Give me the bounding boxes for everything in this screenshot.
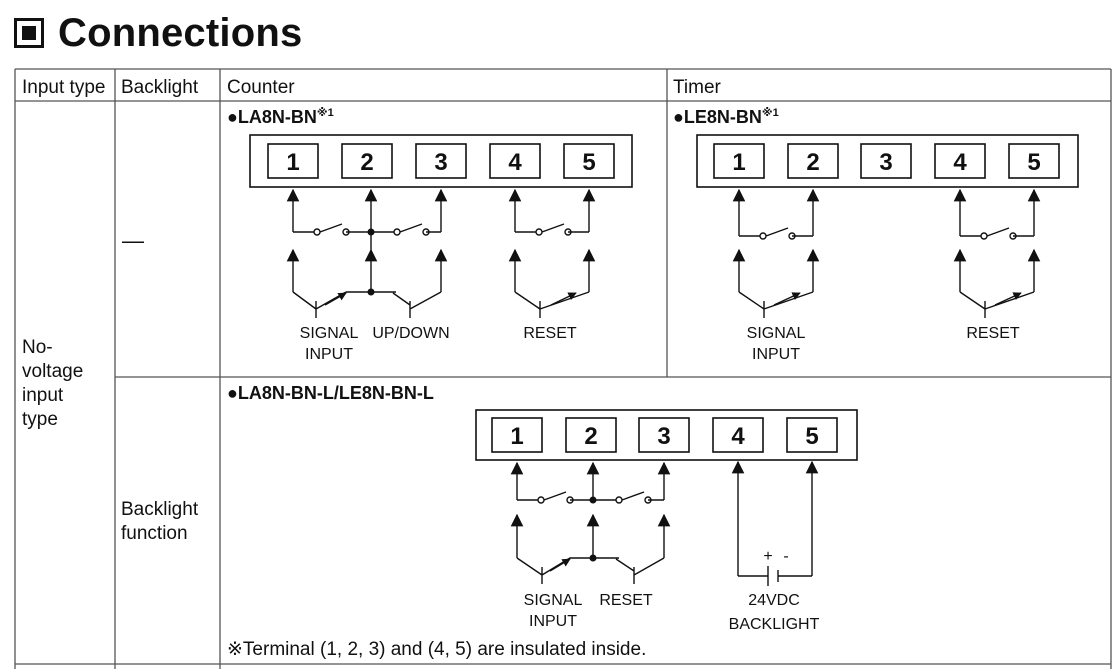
backlight-terminal-5: 5 — [805, 423, 818, 450]
backlight-terminal-4: 4 — [731, 423, 745, 450]
backlight-plus-label: + — [763, 548, 772, 565]
backlight-minus-label: - — [783, 548, 788, 565]
input-type-line: input — [22, 385, 64, 406]
timer-terminal-block — [696, 134, 1079, 188]
timer-terminal-4: 4 — [953, 149, 967, 176]
section-title: Connections — [14, 6, 302, 60]
input-type-line: voltage — [22, 361, 84, 382]
timer-model: LE8N-BN — [683, 107, 762, 127]
backlight-reset-label: RESET — [599, 592, 653, 609]
counter-terminal-block — [249, 134, 633, 188]
header-counter: Counter — [227, 77, 295, 98]
backlight-function-line: function — [121, 523, 188, 544]
footnote-mark: ※1 — [316, 107, 334, 119]
timer-terminal-2: 2 — [806, 149, 819, 176]
backlight-vdc-label: 24VDC — [748, 592, 800, 609]
backlight-terminal-2: 2 — [584, 423, 597, 450]
input-type-line: No- — [22, 337, 53, 358]
counter-updown-label: UP/DOWN — [372, 325, 449, 342]
counter-terminal-1: 1 — [286, 149, 299, 176]
counter-model: LA8N-BN — [237, 107, 317, 127]
backlight-terminal-3: 3 — [657, 423, 670, 450]
page-title: Connections — [58, 10, 303, 55]
input-type-label: No- voltage input type — [22, 336, 83, 432]
counter-terminal-5: 5 — [582, 149, 595, 176]
footnote-mark: ※1 — [761, 107, 779, 119]
backlight-none-dash: — — [122, 228, 144, 253]
timer-signal-label: SIGNAL — [747, 325, 806, 342]
backlight-function-line: Backlight — [121, 499, 199, 520]
counter-input-label: INPUT — [305, 346, 353, 363]
insulation-note: ※Terminal (1, 2, 3) and (4, 5) are insul… — [227, 639, 647, 660]
timer-terminal-3: 3 — [879, 149, 892, 176]
timer-terminal-1: 1 — [732, 149, 745, 176]
counter-signal-label: SIGNAL — [300, 325, 359, 342]
header-backlight: Backlight — [121, 77, 199, 98]
backlight-model: LA8N-BN-L/LE8N-BN-L — [237, 383, 434, 403]
counter-reset-label: RESET — [523, 325, 577, 342]
counter-terminal-2: 2 — [360, 149, 373, 176]
input-type-line: type — [22, 409, 58, 430]
timer-model-label: ●LE8N-BN※1 — [673, 107, 779, 127]
backlight-terminal-block — [475, 409, 858, 461]
header-input-type: Input type — [22, 77, 106, 98]
header-timer: Timer — [673, 77, 721, 98]
counter-terminal-3: 3 — [434, 149, 447, 176]
counter-terminal-4: 4 — [508, 149, 522, 176]
timer-terminal-5: 5 — [1027, 149, 1040, 176]
backlight-function-label: Backlight function — [121, 498, 198, 546]
backlight-backlight-label: BACKLIGHT — [729, 616, 820, 633]
backlight-terminal-1: 1 — [510, 423, 523, 450]
backlight-input-label: INPUT — [529, 613, 577, 630]
counter-model-label: ●LA8N-BN※1 — [227, 107, 334, 127]
backlight-model-label: ●LA8N-BN-L/LE8N-BN-L — [227, 383, 434, 403]
timer-input-label: INPUT — [752, 346, 800, 363]
backlight-signal-label: SIGNAL — [524, 592, 583, 609]
square-bullet-icon — [14, 18, 44, 48]
timer-reset-label: RESET — [966, 325, 1020, 342]
